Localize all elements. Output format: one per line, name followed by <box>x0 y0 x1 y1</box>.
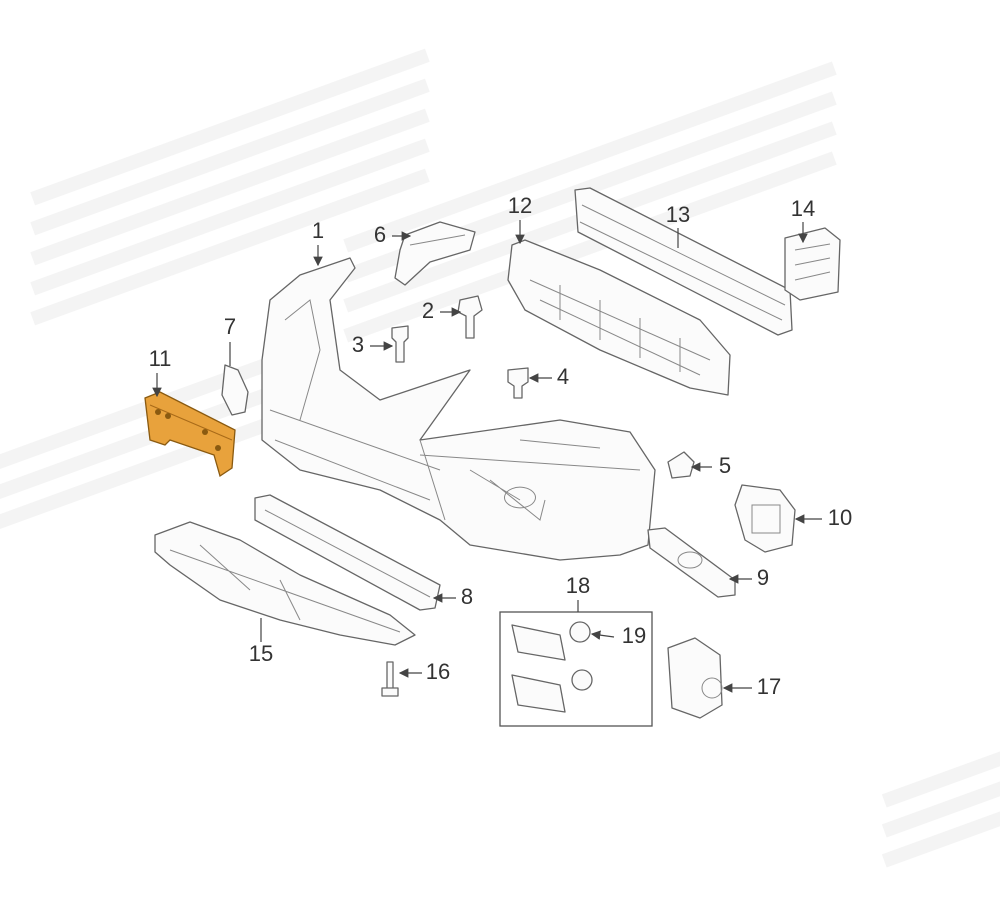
callout-6: 6 <box>374 222 386 247</box>
part-18-cap-lower[interactable] <box>511 674 566 713</box>
part-8-lower-grille[interactable] <box>254 494 441 611</box>
part-2-clip[interactable] <box>457 295 483 339</box>
callout-10: 10 <box>828 505 852 530</box>
callout-8: 8 <box>461 584 473 609</box>
callout-13: 13 <box>666 202 690 227</box>
part-12-energy-absorber[interactable] <box>507 239 731 396</box>
part-10-bracket[interactable] <box>734 484 796 553</box>
callout-16: 16 <box>426 659 450 684</box>
part-17-sensor[interactable] <box>667 637 723 719</box>
part-7-cover[interactable] <box>221 364 249 416</box>
callout-2: 2 <box>422 298 434 323</box>
callout-5: 5 <box>719 453 731 478</box>
part-14-bracket[interactable] <box>784 227 841 301</box>
callout-14: 14 <box>791 196 815 221</box>
callout-3: 3 <box>352 332 364 357</box>
part-19-ring-upper[interactable] <box>569 621 591 643</box>
callout-11: 11 <box>149 346 172 371</box>
part-5-clip[interactable] <box>667 451 695 479</box>
callout-12: 12 <box>508 193 532 218</box>
part-6-bracket[interactable] <box>394 221 476 286</box>
callout-19: 19 <box>622 623 646 648</box>
callout-15: 15 <box>249 641 273 666</box>
part-1-bumper-cover[interactable] <box>261 257 656 561</box>
part-16-bolt[interactable] <box>381 661 399 697</box>
callout-17: 17 <box>757 674 781 699</box>
part-18-cap-upper[interactable] <box>511 624 566 661</box>
part-4-clip[interactable] <box>507 367 529 399</box>
callout-18: 18 <box>566 573 590 598</box>
part-3-clip[interactable] <box>391 325 409 363</box>
callout-7: 7 <box>224 314 236 339</box>
part-18-kit-box <box>499 611 653 727</box>
callout-1: 1 <box>312 218 324 243</box>
leader-lines <box>152 220 822 693</box>
part-9-fog-cover[interactable] <box>647 527 736 598</box>
part-19-ring-lower[interactable] <box>571 669 593 691</box>
callout-4: 4 <box>557 364 569 389</box>
callout-9: 9 <box>757 565 769 590</box>
